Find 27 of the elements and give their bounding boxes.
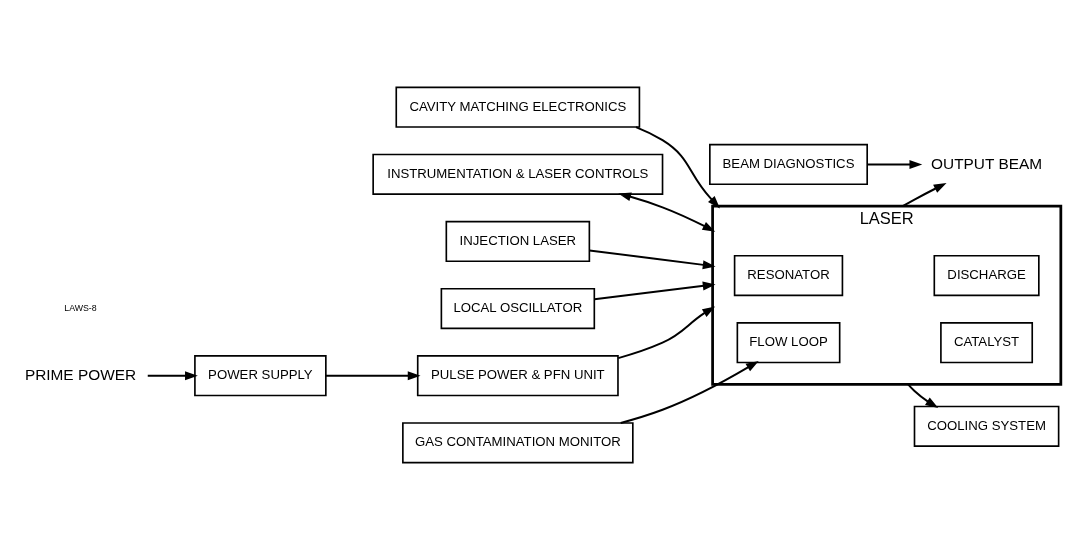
arrow: [635, 125, 720, 208]
arrow: [907, 383, 939, 408]
node-box: CATALYST: [940, 321, 1034, 363]
node-box: INSTRUMENTATION & LASER CONTROLS: [372, 153, 664, 195]
arrow: [588, 248, 716, 269]
node-box: COOLING SYSTEM: [913, 405, 1060, 447]
node-box: FLOW LOOP: [736, 321, 841, 363]
arrow: [901, 182, 947, 207]
arrow: [593, 281, 716, 300]
node-box: DISCHARGE: [933, 254, 1040, 296]
node-box: RESONATOR: [733, 254, 844, 296]
node-box: PULSE POWER & PFN UNIT: [416, 354, 619, 396]
node-box: POWER SUPPLY: [194, 354, 327, 396]
arrow: [146, 370, 198, 380]
node-box: CAVITY MATCHING ELECTRONICS: [395, 86, 641, 128]
node-box: INJECTION LASER: [445, 220, 591, 262]
node-box: LOCAL OSCILLATOR: [440, 287, 596, 329]
arrow: [324, 370, 421, 380]
node-box: GAS CONTAMINATION MONITOR: [402, 421, 634, 463]
arrow: [618, 192, 716, 232]
node-text: OUTPUT BEAM: [931, 153, 1043, 171]
arrow: [617, 306, 716, 359]
node-text: PRIME POWER: [24, 365, 137, 383]
label: LAWS-8: [64, 302, 97, 313]
node-box: BEAM DIAGNOSTICS: [709, 143, 868, 185]
arrow: [866, 159, 923, 169]
arrow: [619, 360, 759, 424]
